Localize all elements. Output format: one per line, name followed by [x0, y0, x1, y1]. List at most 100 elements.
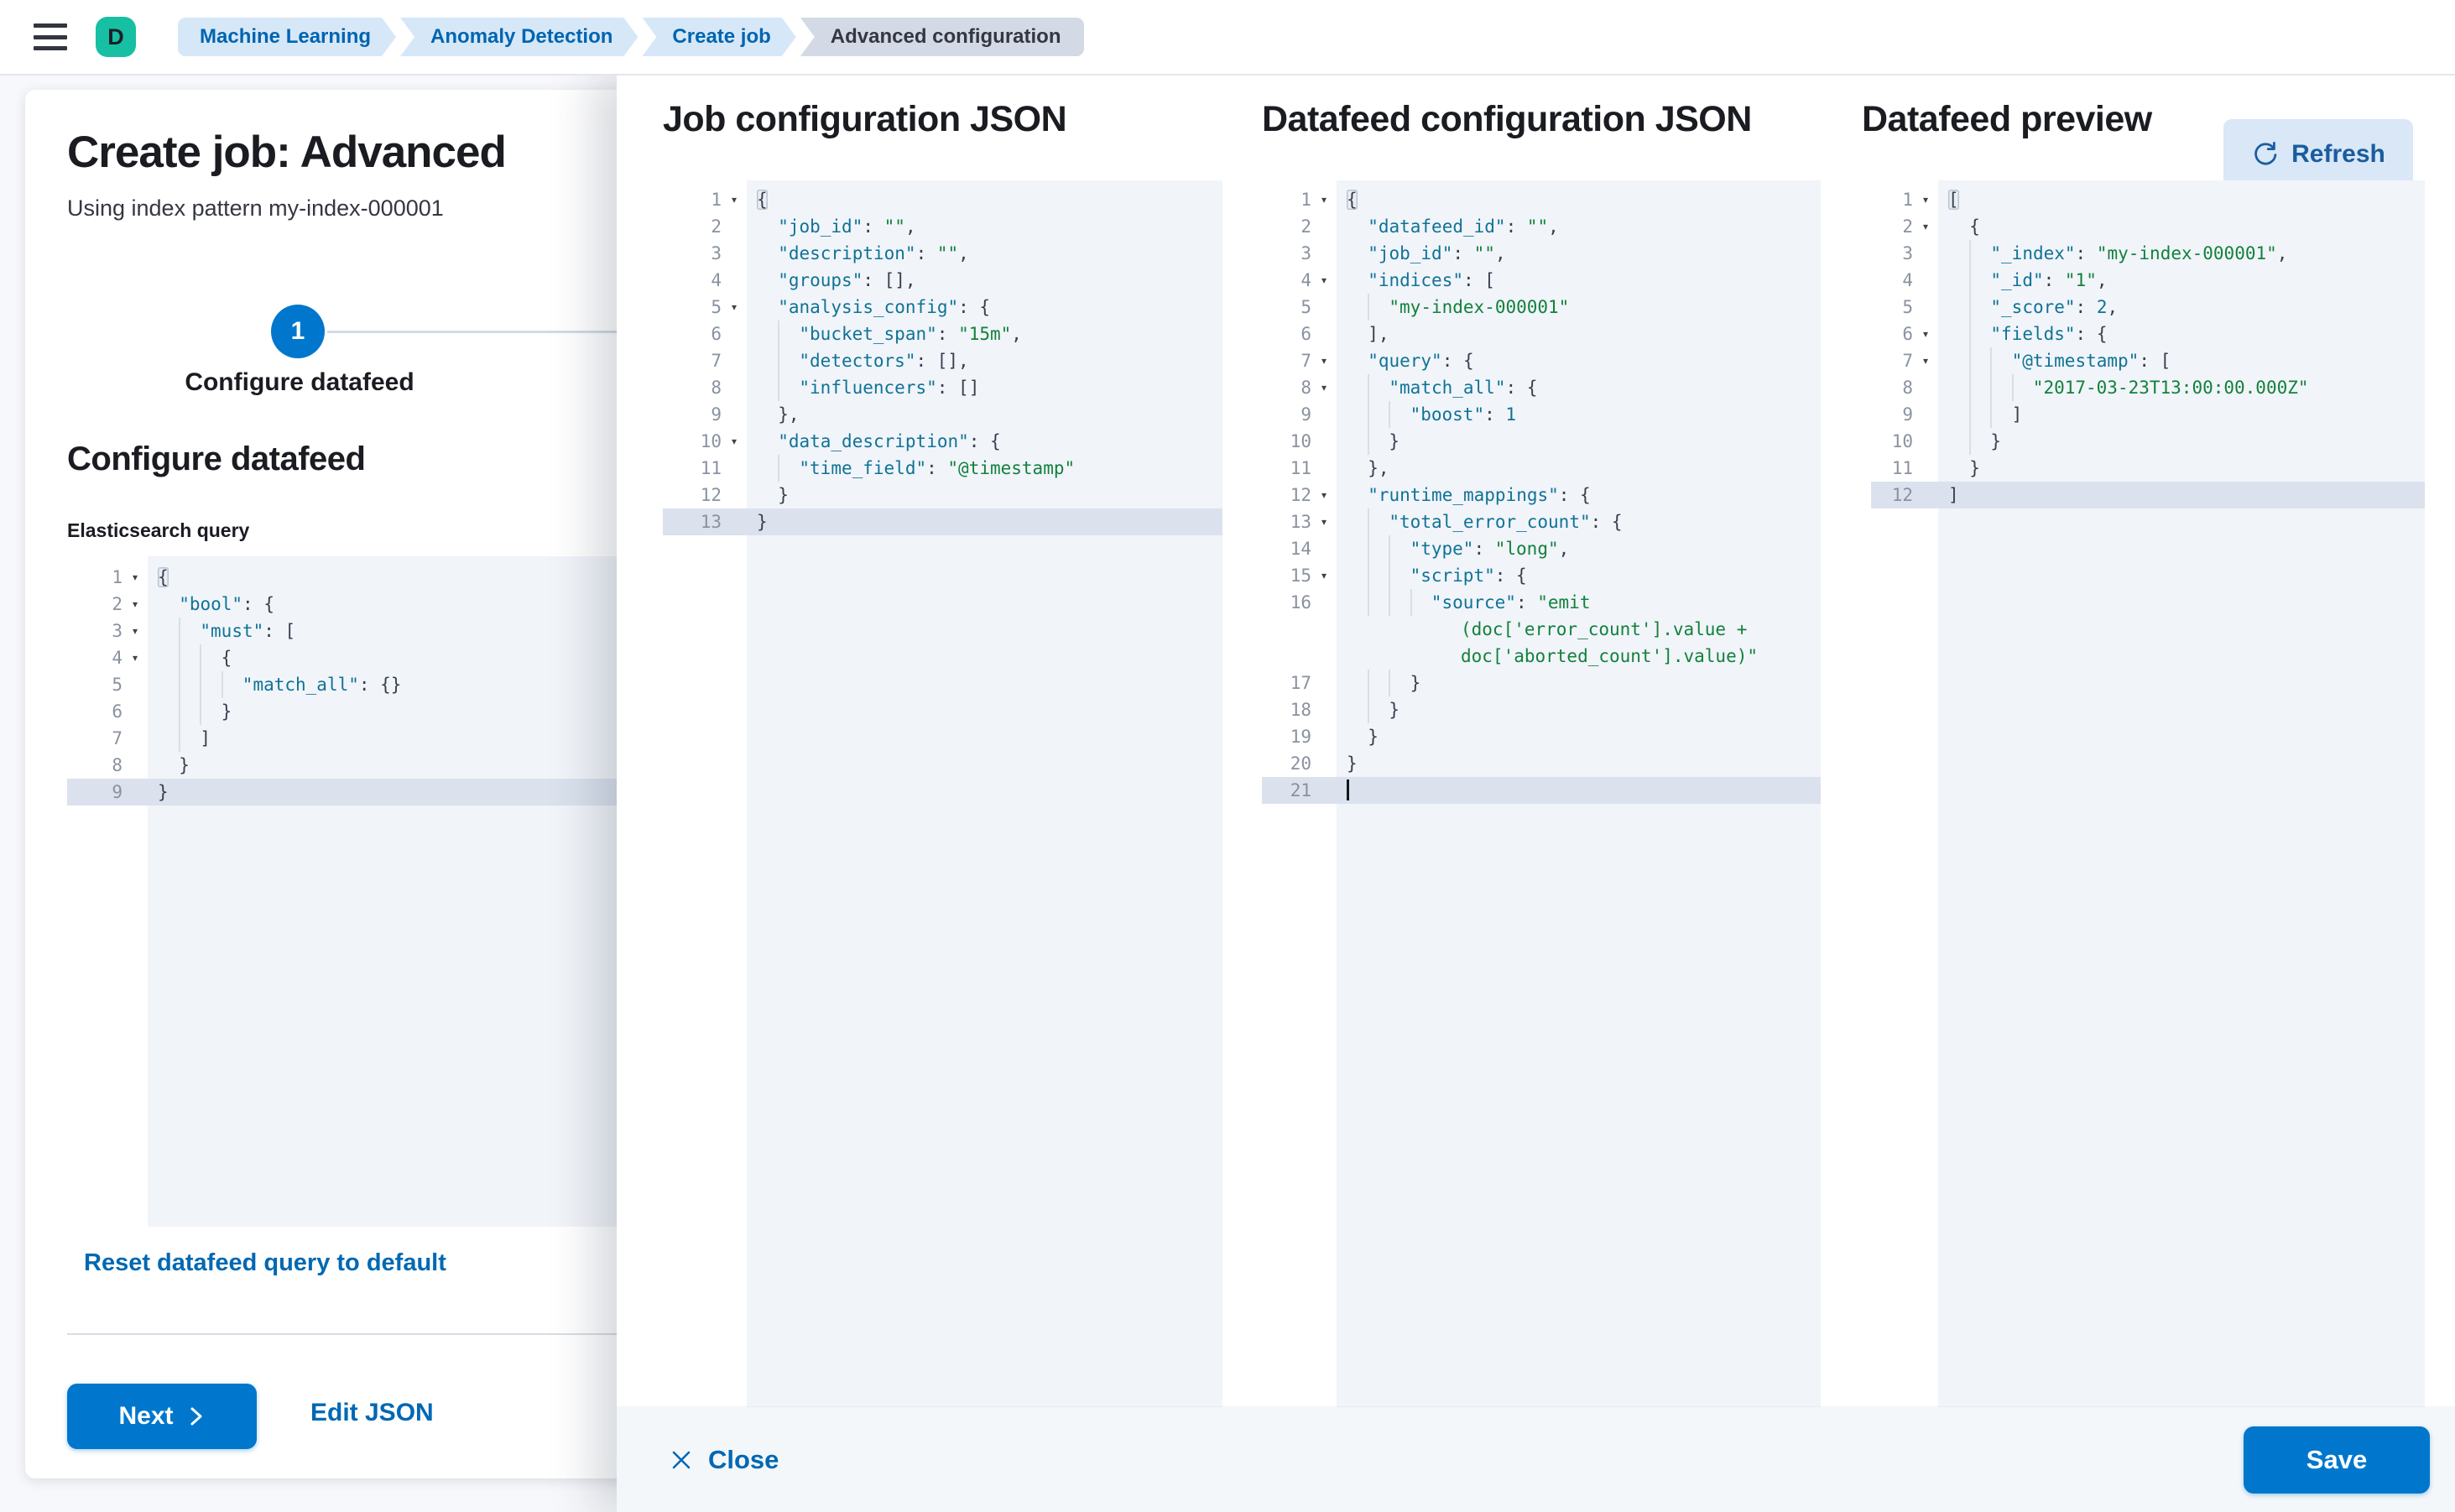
- code-line[interactable]: 5"my-index-000001": [1262, 294, 1821, 321]
- fold-arrow-icon[interactable]: ▾: [1321, 570, 1327, 581]
- code-line[interactable]: 12}: [663, 482, 1222, 508]
- code-line[interactable]: 10}: [1871, 428, 2425, 455]
- code-line[interactable]: 16"source": "emit: [1262, 589, 1821, 616]
- code-line[interactable]: 14"type": "long",: [1262, 535, 1821, 562]
- code-line[interactable]: 3"job_id": "",: [1262, 240, 1821, 267]
- fold-arrow-icon[interactable]: ▾: [1321, 489, 1327, 501]
- fold-arrow-icon[interactable]: ▾: [132, 598, 138, 610]
- code-line[interactable]: 6}: [67, 698, 621, 725]
- code-line[interactable]: 9]: [1871, 401, 2425, 428]
- fold-arrow-icon[interactable]: ▾: [132, 625, 138, 637]
- fold-arrow-icon[interactable]: ▾: [1922, 328, 1929, 340]
- editor-content-area[interactable]: [1938, 180, 2425, 1407]
- code-line[interactable]: 5▾"analysis_config": {: [663, 294, 1222, 321]
- code-line[interactable]: 3"_index": "my-index-000001",: [1871, 240, 2425, 267]
- fold-arrow-icon[interactable]: ▾: [731, 301, 738, 313]
- line-number: 1: [711, 190, 722, 210]
- code-line[interactable]: 1▾{: [663, 186, 1222, 213]
- fold-arrow-icon[interactable]: ▾: [731, 194, 738, 206]
- code-line[interactable]: 12▾"runtime_mappings": {: [1262, 482, 1821, 508]
- fold-arrow-icon[interactable]: ▾: [1321, 355, 1327, 367]
- code-line[interactable]: 7▾"@timestamp": [: [1871, 347, 2425, 374]
- code-line[interactable]: 12]: [1871, 482, 2425, 508]
- user-avatar[interactable]: D: [96, 17, 136, 57]
- code-line[interactable]: 11},: [1262, 455, 1821, 482]
- code-line[interactable]: 1▾{: [67, 564, 621, 591]
- fold-arrow-icon[interactable]: ▾: [731, 435, 738, 447]
- code-line[interactable]: 17}: [1262, 670, 1821, 696]
- edit-json-link[interactable]: Edit JSON: [310, 1399, 434, 1426]
- code-line[interactable]: 6],: [1262, 321, 1821, 347]
- job-config-json-editor[interactable]: 1▾{2"job_id": "",3"description": "",4"gr…: [663, 180, 1222, 1407]
- breadcrumb-item-machine-learning[interactable]: Machine Learning: [178, 18, 396, 56]
- code-line[interactable]: 1▾{: [1262, 186, 1821, 213]
- code-line[interactable]: 11}: [1871, 455, 2425, 482]
- code-line[interactable]: 8"influencers": []: [663, 374, 1222, 401]
- code-line[interactable]: 11"time_field": "@timestamp": [663, 455, 1222, 482]
- code-line[interactable]: 4▾{: [67, 644, 621, 671]
- code-line[interactable]: 10▾"data_description": {: [663, 428, 1222, 455]
- code-line[interactable]: 13▾"total_error_count": {: [1262, 508, 1821, 535]
- code-line[interactable]: 10}: [1262, 428, 1821, 455]
- line-number: 9: [711, 404, 722, 425]
- code-line[interactable]: 8▾"match_all": {: [1262, 374, 1821, 401]
- datafeed-config-json-editor[interactable]: 1▾{2"datafeed_id": "",3"job_id": "",4▾"i…: [1262, 180, 1821, 1407]
- code-line[interactable]: 15▾"script": {: [1262, 562, 1821, 589]
- fold-arrow-icon[interactable]: ▾: [1321, 516, 1327, 528]
- reset-datafeed-query-link[interactable]: Reset datafeed query to default: [84, 1249, 446, 1276]
- code-line[interactable]: 7"detectors": [],: [663, 347, 1222, 374]
- fold-arrow-icon[interactable]: ▾: [132, 652, 138, 664]
- code-line[interactable]: 19}: [1262, 723, 1821, 750]
- fold-arrow-icon[interactable]: ▾: [1321, 194, 1327, 206]
- code-line[interactable]: 8}: [67, 752, 621, 779]
- code-line[interactable]: 9}: [67, 779, 621, 806]
- line-number: 4: [112, 648, 122, 668]
- code-line[interactable]: 4▾"indices": [: [1262, 267, 1821, 294]
- hamburger-menu-button[interactable]: [32, 22, 69, 52]
- breadcrumb-item-anomaly-detection[interactable]: Anomaly Detection: [400, 18, 638, 56]
- code-line[interactable]: 9"boost": 1: [1262, 401, 1821, 428]
- datafeed-config-panel-title: Datafeed configuration JSON: [1262, 99, 1752, 139]
- code-line[interactable]: 9},: [663, 401, 1222, 428]
- fold-arrow-icon[interactable]: ▾: [132, 571, 138, 583]
- fold-arrow-icon[interactable]: ▾: [1922, 355, 1929, 367]
- code-line[interactable]: 8"2017-03-23T13:00:00.000Z": [1871, 374, 2425, 401]
- code-line[interactable]: 13}: [663, 508, 1222, 535]
- fold-arrow-icon[interactable]: ▾: [1321, 274, 1327, 286]
- code-line[interactable]: 7▾"query": {: [1262, 347, 1821, 374]
- code-line[interactable]: 2"job_id": "",: [663, 213, 1222, 240]
- code-line[interactable]: 5"match_all": {}: [67, 671, 621, 698]
- datafeed-preview-editor[interactable]: 1▾[2▾{3"_index": "my-index-000001",4"_id…: [1871, 180, 2425, 1407]
- fold-arrow-icon[interactable]: ▾: [1922, 194, 1929, 206]
- code-line[interactable]: 4"groups": [],: [663, 267, 1222, 294]
- line-number: 15: [1290, 566, 1311, 586]
- code-line[interactable]: 7]: [67, 725, 621, 752]
- fold-arrow-icon[interactable]: ▾: [1321, 382, 1327, 394]
- code-line[interactable]: 4"_id": "1",: [1871, 267, 2425, 294]
- elasticsearch-query-editor[interactable]: 1▾{2▾"bool": {3▾"must": [4▾{5"match_all"…: [67, 556, 621, 1227]
- line-number: 6: [112, 701, 122, 722]
- code-line[interactable]: 3▾"must": [: [67, 618, 621, 644]
- code-line[interactable]: 20}: [1262, 750, 1821, 777]
- code-line[interactable]: doc['aborted_count'].value)": [1262, 643, 1821, 670]
- code-line[interactable]: (doc['error_count'].value +: [1262, 616, 1821, 643]
- code-line[interactable]: 1▾[: [1871, 186, 2425, 213]
- breadcrumb-item-create-job[interactable]: Create job: [642, 18, 795, 56]
- code-line[interactable]: 2▾{: [1871, 213, 2425, 240]
- save-button[interactable]: Save: [2244, 1426, 2430, 1494]
- fold-arrow-icon[interactable]: ▾: [1922, 221, 1929, 232]
- refresh-button[interactable]: Refresh: [2223, 119, 2413, 189]
- code-line[interactable]: 2"datafeed_id": "",: [1262, 213, 1821, 240]
- code-line[interactable]: 6"bucket_span": "15m",: [663, 321, 1222, 347]
- editor-content-area[interactable]: [148, 556, 621, 1227]
- code-line[interactable]: 6▾"fields": {: [1871, 321, 2425, 347]
- code-line[interactable]: 3"description": "",: [663, 240, 1222, 267]
- next-button[interactable]: Next: [67, 1384, 257, 1449]
- code-line[interactable]: 5"_score": 2,: [1871, 294, 2425, 321]
- code-line[interactable]: 21: [1262, 777, 1821, 804]
- code-line[interactable]: 18}: [1262, 696, 1821, 723]
- close-button[interactable]: Close: [663, 1444, 784, 1476]
- code-line[interactable]: 2▾"bool": {: [67, 591, 621, 618]
- editor-content-area[interactable]: [747, 180, 1222, 1407]
- step-1-indicator[interactable]: 1: [271, 305, 325, 358]
